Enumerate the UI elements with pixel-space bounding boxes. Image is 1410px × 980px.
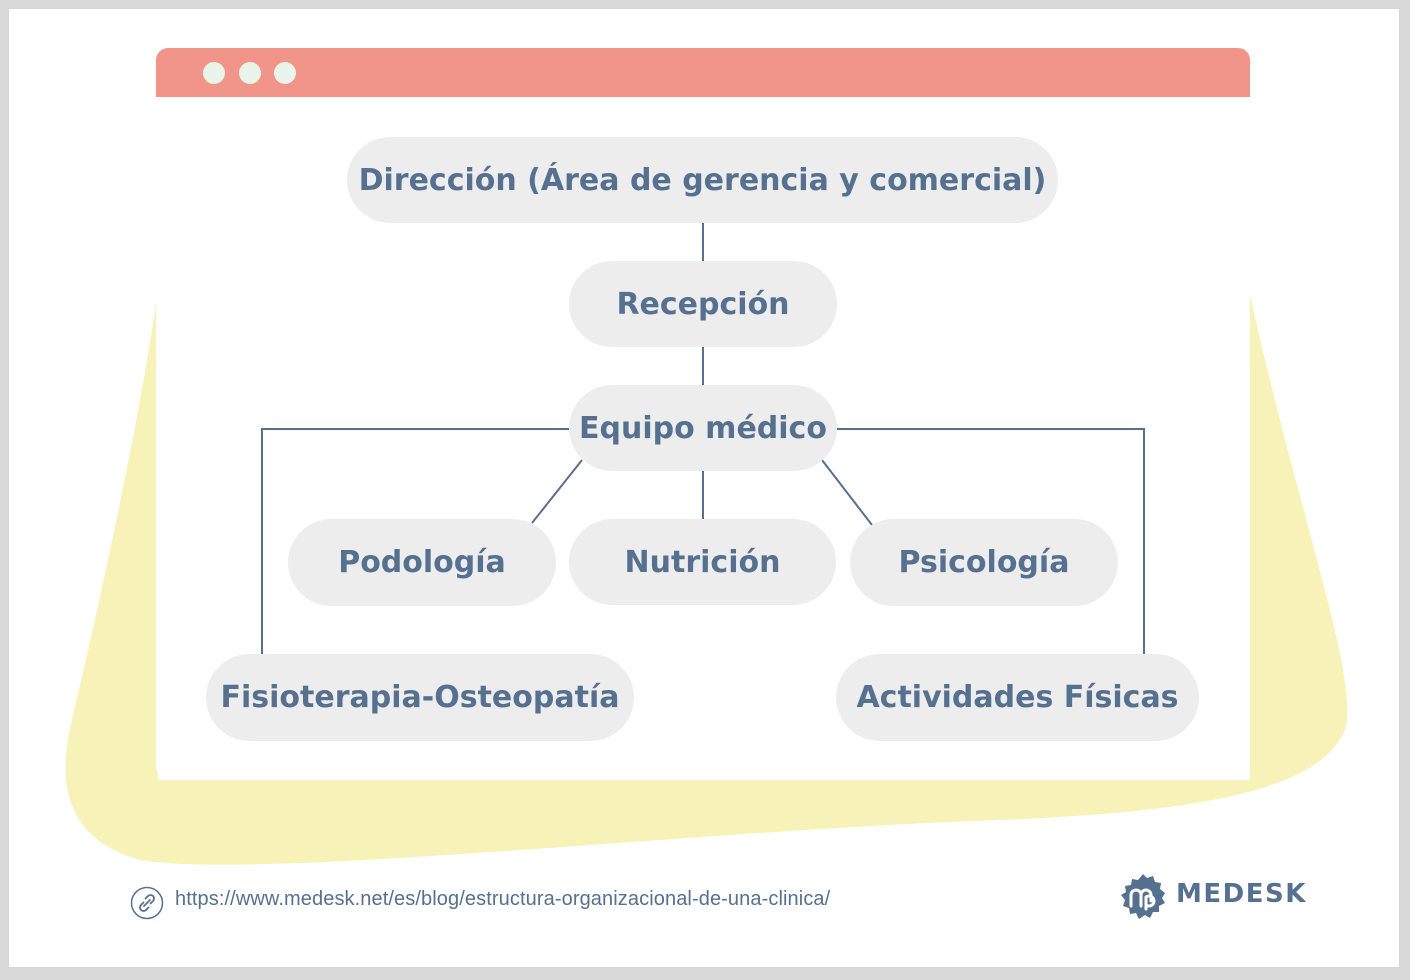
window-control-dot[interactable] bbox=[274, 62, 296, 84]
source-url[interactable]: https://www.medesk.net/es/blog/estructur… bbox=[175, 888, 831, 910]
node-fisioterapia: Fisioterapia-Osteopatía bbox=[206, 654, 634, 741]
node-direccion: Dirección (Área de gerencia y comercial) bbox=[347, 137, 1058, 223]
connector-equipo-podologia bbox=[531, 459, 583, 524]
medesk-logo-icon bbox=[1121, 874, 1165, 919]
node-recepcion: Recepción bbox=[569, 261, 837, 347]
node-podologia: Podología bbox=[288, 519, 556, 606]
node-nutricion: Nutrición bbox=[569, 519, 836, 605]
window-control-dot[interactable] bbox=[239, 62, 261, 84]
link-icon[interactable] bbox=[130, 886, 164, 920]
connector-equipo-psicologia bbox=[821, 459, 873, 526]
node-equipo-medico: Equipo médico bbox=[569, 385, 837, 471]
brand-name: MEDESK bbox=[1176, 879, 1307, 909]
connector-equipo-actividades bbox=[837, 428, 1145, 654]
connector-equipo-fisioterapia bbox=[261, 428, 569, 654]
node-actividades-fisicas: Actividades Físicas bbox=[836, 654, 1199, 741]
window-titlebar bbox=[156, 48, 1250, 97]
node-psicologia: Psicología bbox=[850, 519, 1118, 606]
window-control-dot[interactable] bbox=[203, 62, 225, 84]
